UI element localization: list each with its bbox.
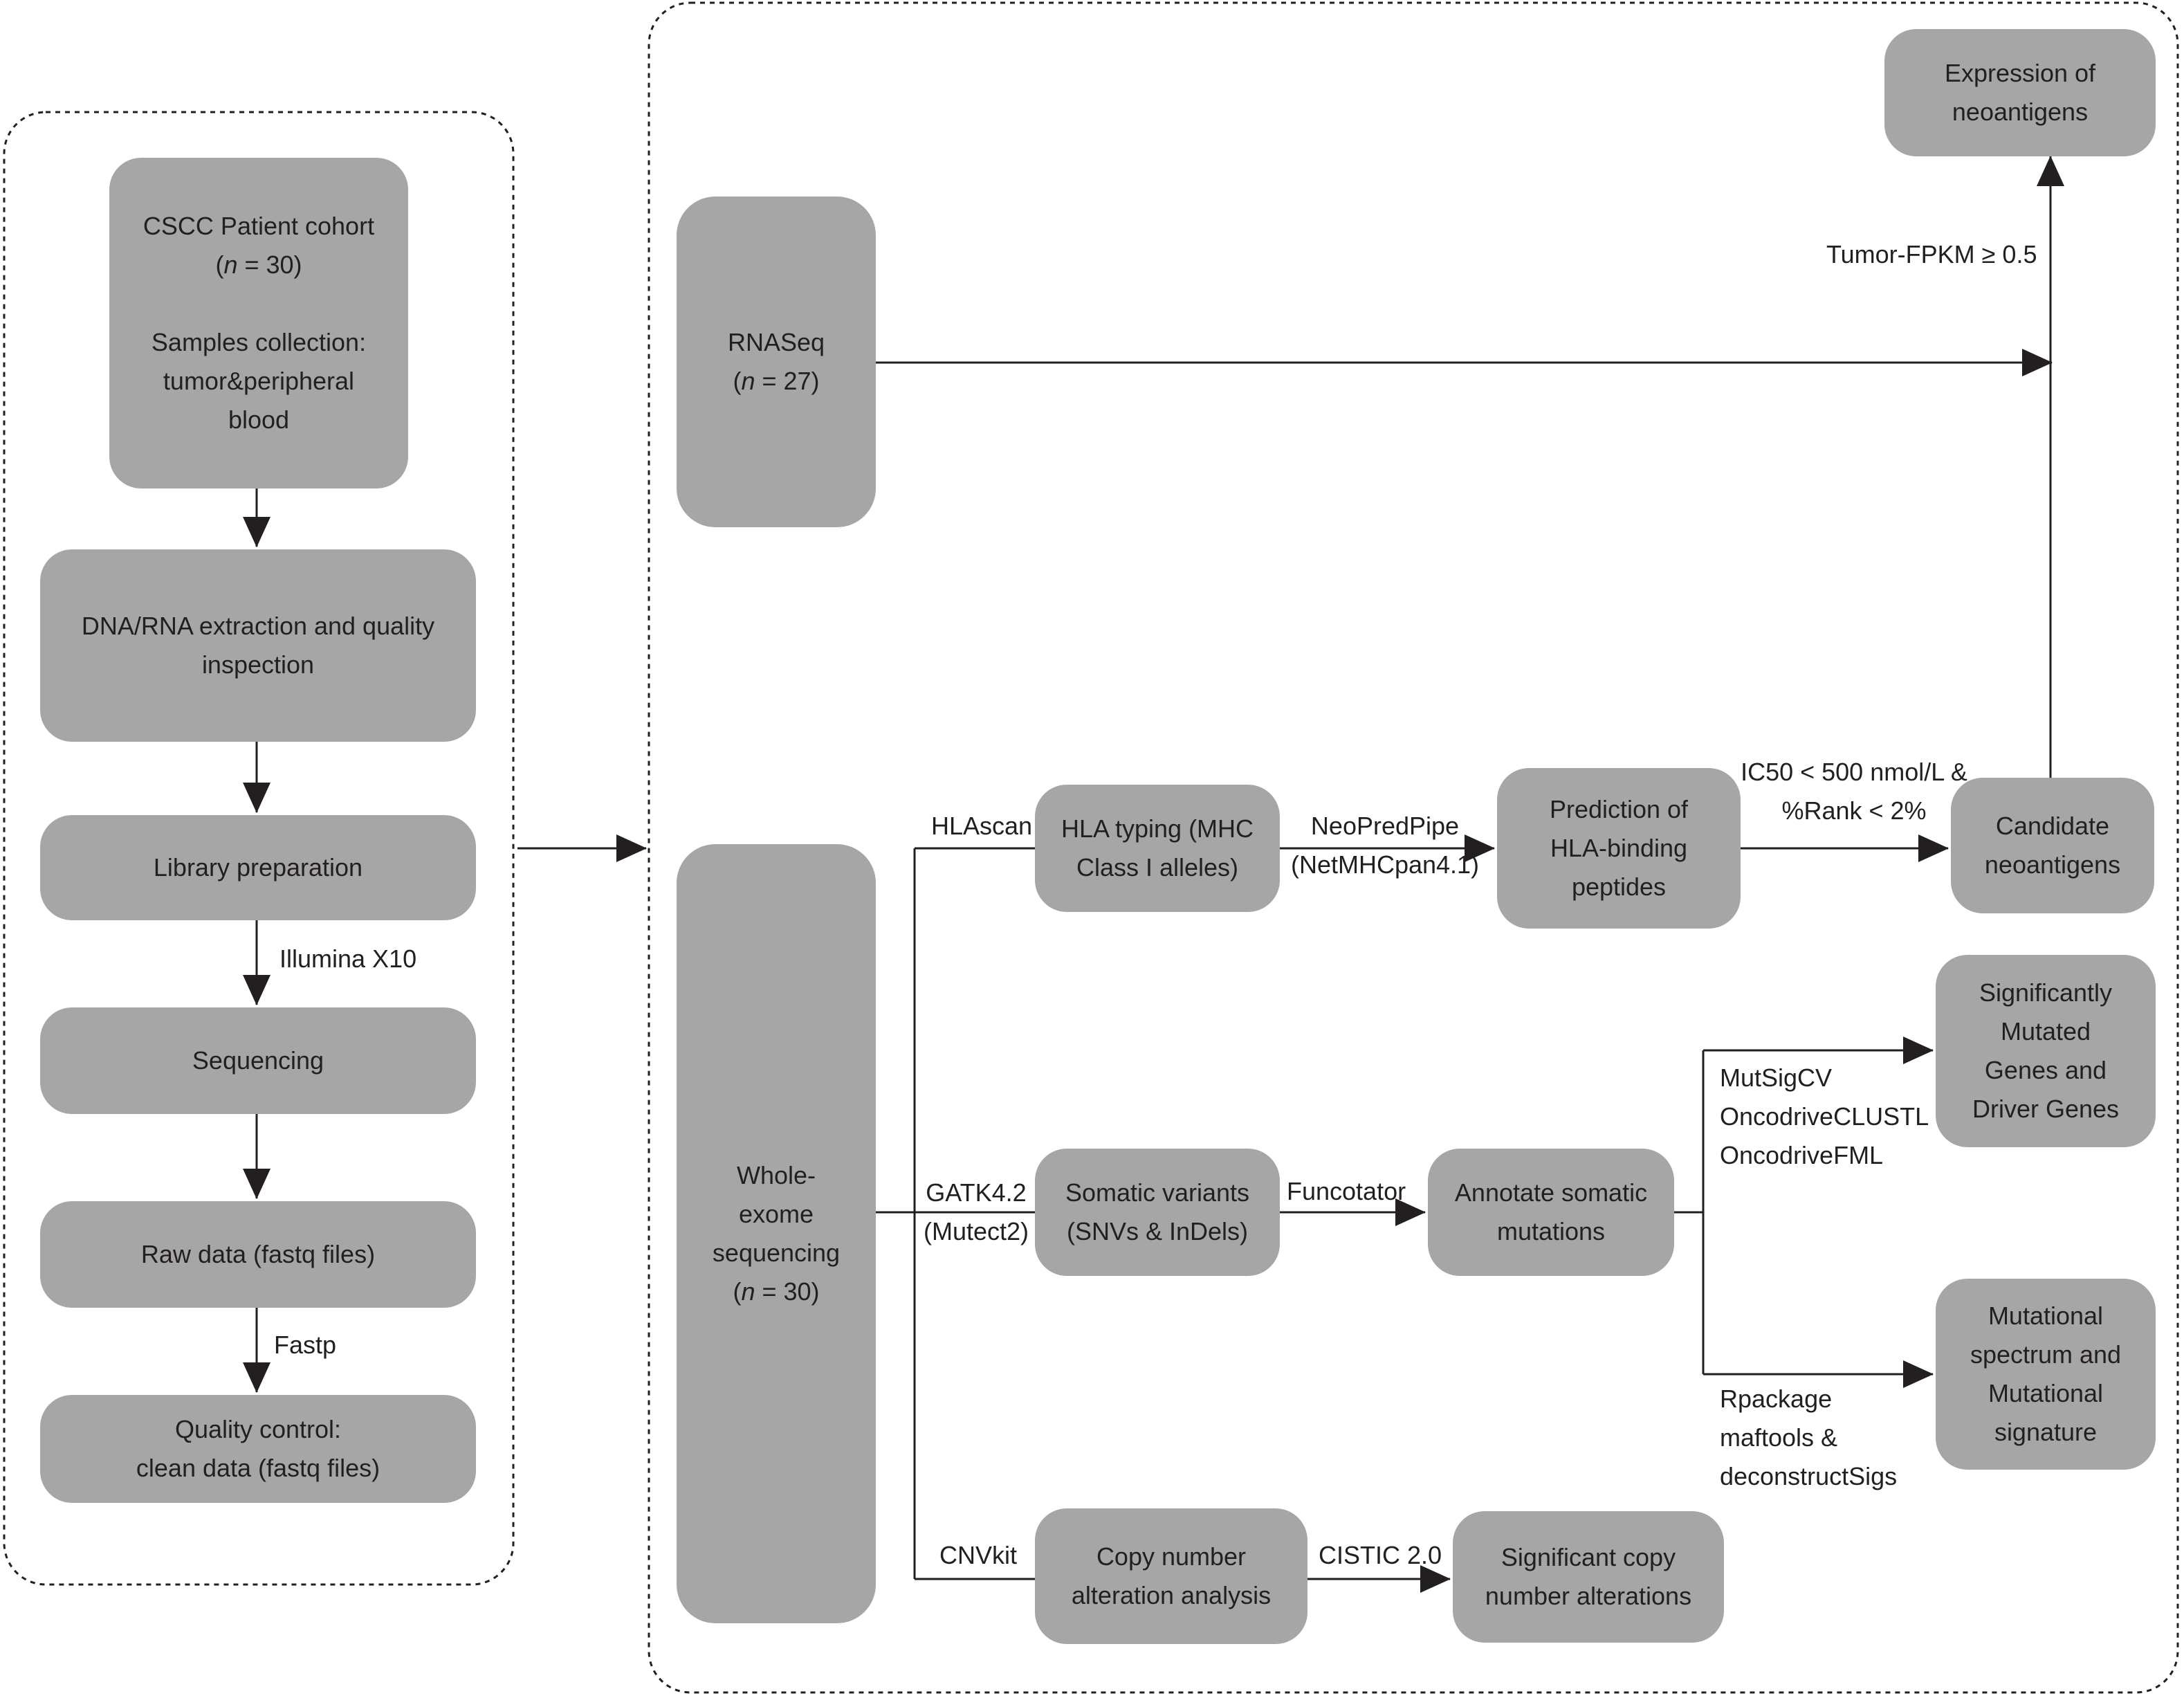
rnaseq-line1: RNASeq: [727, 328, 825, 356]
smg-line2: Mutated: [2000, 1017, 2091, 1046]
prediction-line2: HLA-binding: [1550, 834, 1688, 862]
gatk-label: GATK4.2 (Mutect2): [917, 1174, 1035, 1251]
cohort-count: (n = 30): [215, 246, 302, 284]
library-text: Library preparation: [153, 853, 363, 882]
smg-box: Significantly Mutated Genes and Driver G…: [1936, 955, 2156, 1147]
somatic-box: Somatic variants (SNVs & InDels): [1035, 1149, 1280, 1276]
wes-count: (n = 30): [733, 1272, 819, 1311]
smg-line3: Genes and: [1984, 1056, 2107, 1084]
rawdata-box: Raw data (fastq files): [40, 1201, 476, 1308]
annotate-line2: mutations: [1496, 1217, 1606, 1245]
annotate-box: Annotate somatic mutations: [1428, 1149, 1674, 1276]
cohort-count-prefix: (: [215, 250, 224, 279]
funcotator-label: Funcotator: [1287, 1177, 1406, 1205]
cohort-line1: CSCC Patient cohort: [143, 212, 375, 240]
qc-line1: Quality control:: [174, 1415, 342, 1443]
extraction-box: DNA/RNA extraction and quality inspectio…: [40, 549, 476, 742]
spectrum-line2: spectrum and: [1970, 1340, 2122, 1369]
wes-count-prefix: (: [733, 1277, 742, 1306]
cohort-count-var: n: [223, 250, 238, 279]
rpackage-line1: Rpackage: [1720, 1385, 1833, 1413]
hla-typing-line2: Class I alleles): [1076, 853, 1239, 882]
rnaseq-count: (n = 27): [733, 362, 819, 401]
sequencing-box: Sequencing: [40, 1007, 476, 1114]
hla-typing-line1: HLA typing (MHC: [1061, 814, 1254, 843]
spectrum-box: Mutational spectrum and Mutational signa…: [1936, 1279, 2156, 1470]
library-box: Library preparation: [40, 815, 476, 920]
candidate-box: Candidate neoantigens: [1951, 778, 2154, 913]
qc-line2: clean data (fastq files): [136, 1454, 380, 1482]
extraction-line2: inspection: [201, 650, 315, 679]
wes-count-var: n: [741, 1277, 755, 1306]
hlascan-label: HLAscan: [931, 812, 1033, 840]
rpackage-line2: maftools &: [1720, 1423, 1838, 1452]
mutsig-line2: OncodriveCLUSTL: [1720, 1102, 1929, 1131]
rnaseq-count-var: n: [741, 367, 755, 395]
expression-line2: neoantigens: [1952, 98, 2089, 126]
right-panel-frame: [648, 1, 2179, 1694]
sequencing-text: Sequencing: [192, 1046, 324, 1075]
candidate-line2: neoantigens: [1984, 850, 2121, 879]
fastp-label: Fastp: [274, 1331, 337, 1359]
mutsig-line3: OncodriveFML: [1720, 1141, 1884, 1169]
wes-count-suffix: = 30): [755, 1277, 820, 1306]
smg-line4: Driver Genes: [1972, 1095, 2120, 1123]
cohort-box: CSCC Patient cohort (n = 30) Samples col…: [109, 158, 408, 489]
somatic-line2: (SNVs & InDels): [1066, 1217, 1249, 1245]
prediction-line3: peptides: [1571, 873, 1667, 901]
spectrum-line1: Mutational: [1988, 1302, 2104, 1330]
cna-box: Copy number alteration analysis: [1035, 1508, 1307, 1644]
rnaseq-box: RNASeq (n = 27): [677, 197, 876, 527]
gatk-line2: (Mutect2): [923, 1217, 1029, 1245]
gistic-label: CISTIC 2.0: [1319, 1541, 1442, 1569]
left-panel-frame: [3, 111, 515, 1586]
spectrum-line3: Mutational: [1988, 1379, 2104, 1407]
neopredpipe-line2: (NetMHCpan4.1): [1290, 850, 1480, 879]
extraction-line1: DNA/RNA extraction and quality: [81, 612, 435, 640]
fpkm-label: Tumor-FPKM ≥ 0.5: [1826, 240, 2037, 268]
somatic-line1: Somatic variants: [1065, 1178, 1250, 1207]
cohort-line4: tumor&peripheral: [163, 367, 355, 395]
ic50-label: IC50 < 500 nmol/L & %Rank < 2%: [1723, 753, 1985, 830]
expression-line1: Expression of: [1944, 59, 2096, 87]
rnaseq-count-suffix: = 27): [755, 367, 820, 395]
ic50-line2: %Rank < 2%: [1781, 796, 1927, 825]
ic50-line1: IC50 < 500 nmol/L &: [1741, 758, 1967, 786]
expression-box: Expression of neoantigens: [1884, 29, 2156, 156]
mutsig-label: MutSigCV OncodriveCLUSTL OncodriveFML: [1720, 1059, 1929, 1175]
annotate-line1: Annotate somatic: [1454, 1178, 1648, 1207]
qc-box: Quality control: clean data (fastq files…: [40, 1395, 476, 1503]
cohort-line5: blood: [228, 405, 290, 434]
prediction-line1: Prediction of: [1549, 795, 1689, 823]
spectrum-line4: signature: [1994, 1418, 2098, 1446]
scna-box: Significant copy number alterations: [1453, 1511, 1724, 1643]
prediction-box: Prediction of HLA-binding peptides: [1497, 768, 1741, 929]
scna-line1: Significant copy: [1501, 1543, 1676, 1571]
cohort-line3: Samples collection:: [151, 328, 367, 356]
hla-typing-box: HLA typing (MHC Class I alleles): [1035, 785, 1280, 912]
illumina-label: Illumina X10: [279, 944, 417, 973]
rpackage-line3: deconstructSigs: [1720, 1462, 1898, 1490]
cohort-count-suffix: = 30): [237, 250, 302, 279]
wes-line1: Whole-: [736, 1161, 816, 1189]
scna-line2: number alterations: [1485, 1582, 1692, 1610]
gatk-line1: GATK4.2: [926, 1178, 1027, 1207]
neopredpipe-line1: NeoPredPipe: [1310, 812, 1460, 840]
wes-line3: sequencing: [712, 1239, 841, 1267]
wes-line2: exome: [738, 1200, 814, 1228]
rnaseq-count-prefix: (: [733, 367, 742, 395]
neopredpipe-label: NeoPredPipe (NetMHCpan4.1): [1281, 807, 1489, 884]
cnvkit-label: CNVkit: [939, 1541, 1018, 1569]
cna-line2: alteration analysis: [1071, 1581, 1272, 1609]
rpackage-label: Rpackage maftools & deconstructSigs: [1720, 1380, 1897, 1496]
rawdata-text: Raw data (fastq files): [140, 1240, 376, 1268]
candidate-line1: Candidate: [1995, 812, 2110, 840]
wes-box: Whole- exome sequencing (n = 30): [677, 844, 876, 1623]
cna-line1: Copy number: [1096, 1542, 1247, 1571]
smg-line1: Significantly: [1979, 978, 2113, 1007]
mutsig-line1: MutSigCV: [1720, 1063, 1833, 1092]
